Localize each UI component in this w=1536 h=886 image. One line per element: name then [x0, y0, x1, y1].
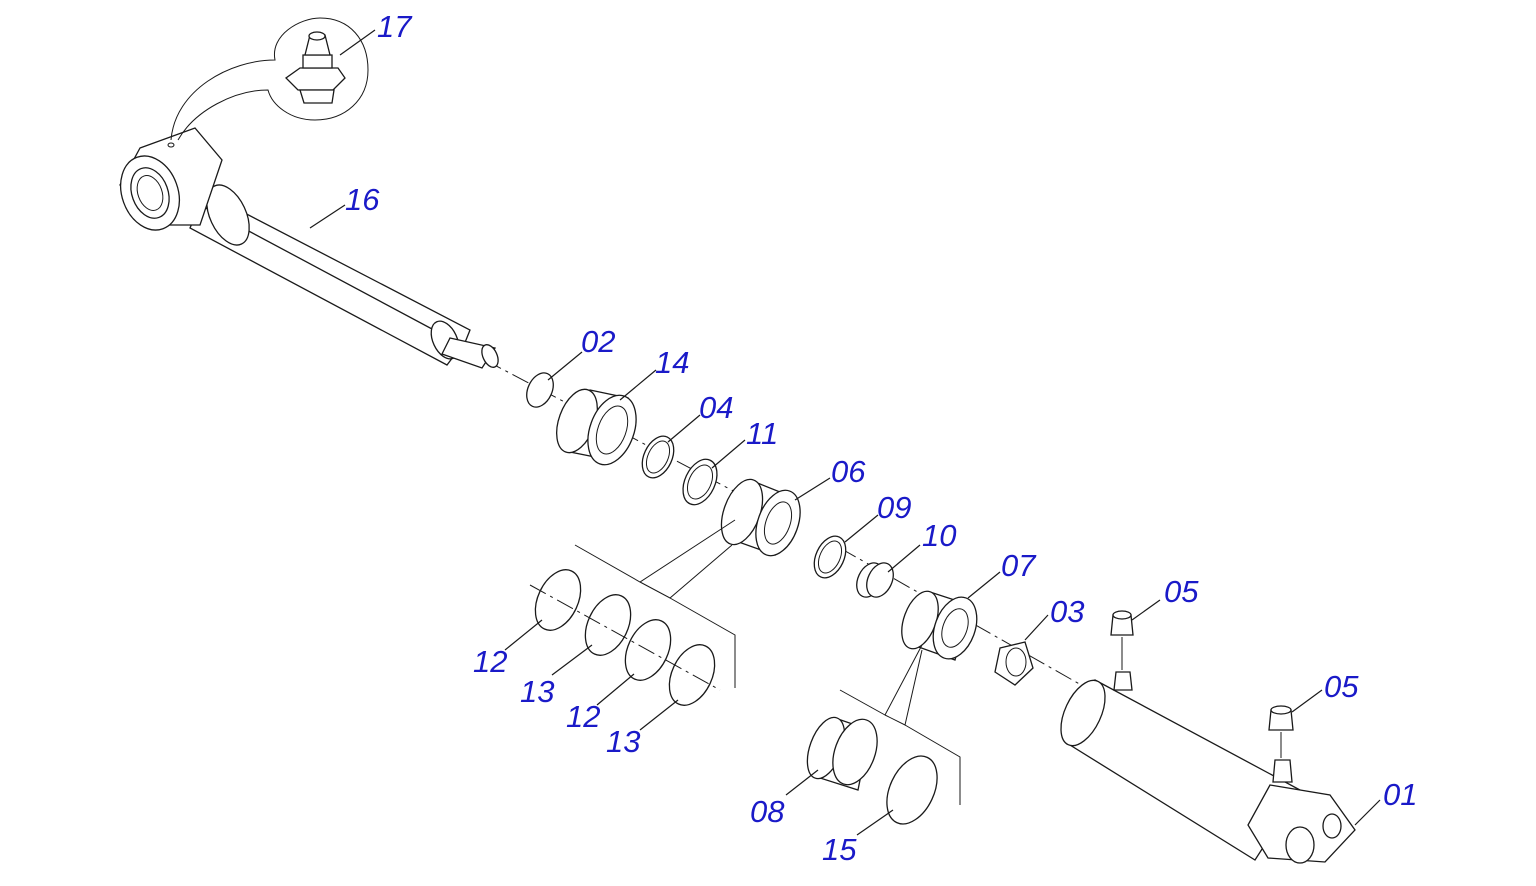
o-ring-part-02 — [526, 372, 554, 408]
seal-detail-bracket-left — [529, 519, 736, 706]
callout-01: 01 — [1383, 777, 1417, 812]
callout-03: 03 — [1050, 594, 1084, 629]
callout-05-upper: 05 — [1164, 574, 1199, 609]
o-ring-part-09 — [813, 535, 847, 579]
wiper-seal-inner-04 — [645, 440, 671, 474]
grease-nipple-detail-part-17 — [170, 17, 369, 141]
fitting-part-05-upper — [1110, 610, 1134, 670]
cylinder-head-part-14 — [556, 388, 637, 466]
callout-02: 02 — [581, 324, 615, 359]
fitting-part-05-lower — [1268, 705, 1294, 758]
rod-seal-inner-11 — [686, 464, 714, 500]
seal-detail-bracket-right — [806, 644, 961, 825]
callout-04: 04 — [699, 390, 733, 425]
piston-part-07 — [901, 590, 978, 661]
leader-lines — [309, 29, 1381, 836]
wiper-seal-part-04 — [641, 435, 675, 479]
rod-seal-part-11 — [682, 458, 718, 506]
gland-part-06 — [720, 478, 801, 557]
o-ring-inner-09 — [817, 540, 843, 574]
nut-part-03 — [994, 641, 1034, 686]
callout-17: 17 — [377, 9, 413, 44]
callout-11: 11 — [746, 416, 778, 451]
callout-12-first: 12 — [473, 644, 507, 679]
callout-15: 15 — [822, 832, 857, 867]
callout-13-second: 13 — [606, 724, 640, 759]
bushing-part-10 — [856, 562, 894, 598]
callout-05-lower: 05 — [1324, 669, 1359, 704]
callout-06: 06 — [831, 454, 866, 489]
callout-08: 08 — [750, 794, 785, 829]
callout-09: 09 — [877, 490, 911, 525]
callout-16: 16 — [345, 182, 380, 217]
piston-rod-part-16 — [119, 127, 499, 369]
callout-12-second: 12 — [566, 699, 600, 734]
callout-10: 10 — [922, 518, 956, 553]
callout-13-first: 13 — [520, 674, 554, 709]
cylinder-barrel-part-01 — [1060, 671, 1356, 864]
callout-14: 14 — [655, 345, 689, 380]
callout-07: 07 — [1001, 548, 1037, 583]
